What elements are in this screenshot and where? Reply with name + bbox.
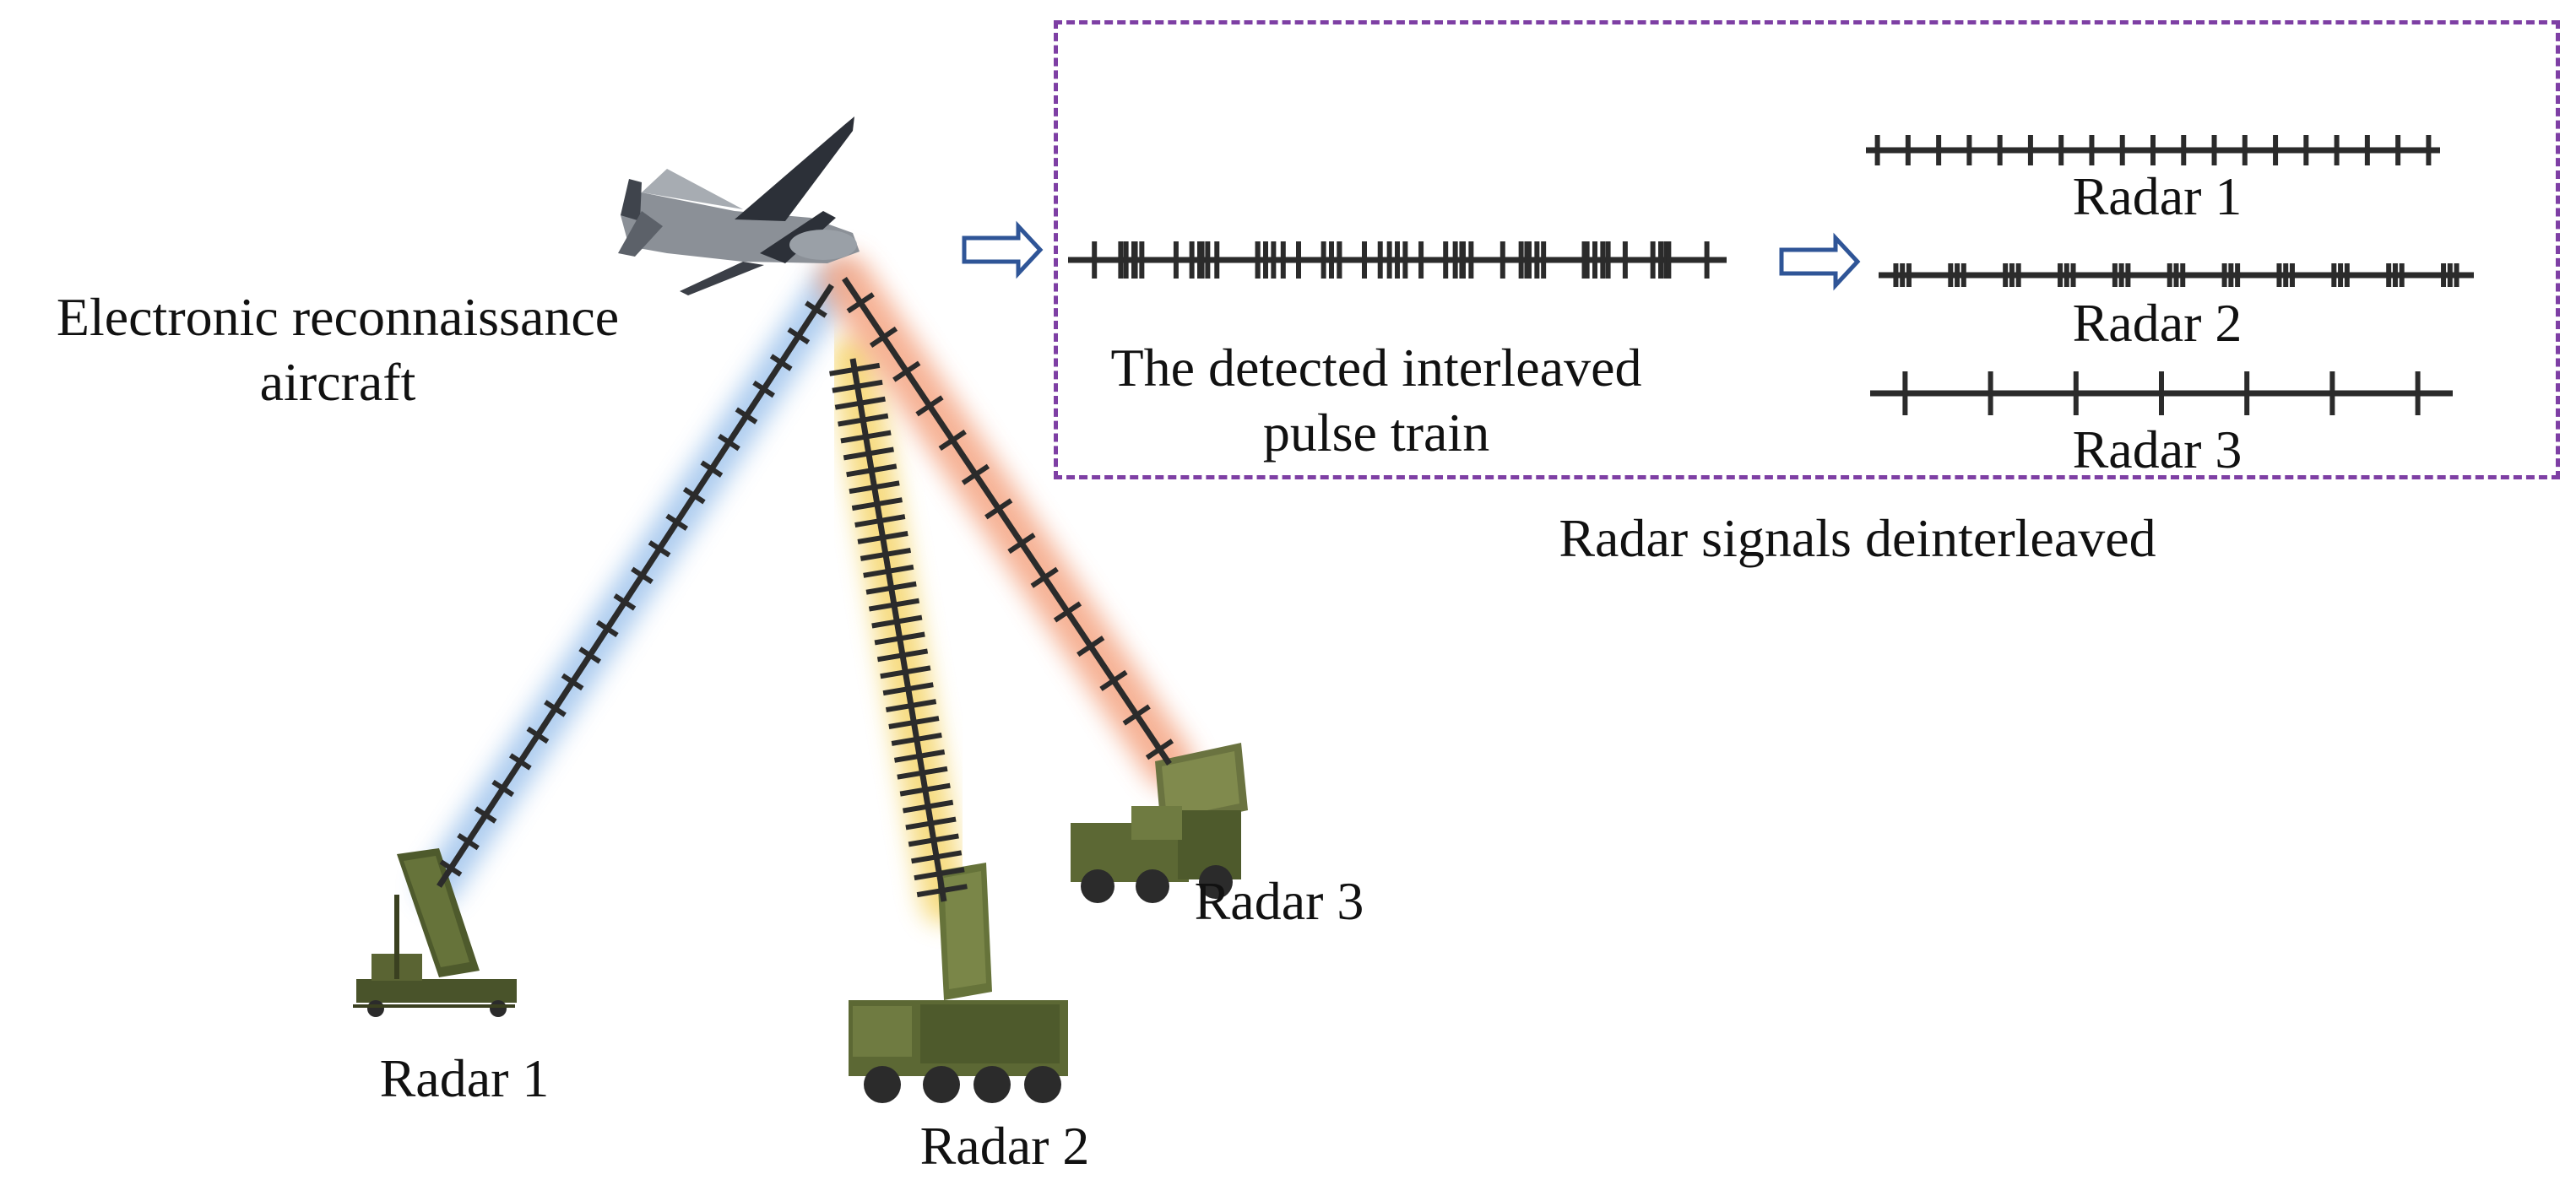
radar-2-pulse-train-pulse-20 [882, 682, 934, 696]
radar-1-pulse-train-pulse-8 [682, 487, 706, 505]
radar-1-pulse-train-pulse-15 [561, 673, 584, 691]
radar-1-pulse-train-pulse-10 [648, 540, 671, 558]
radar-1-pulse-train-pulse-7 [700, 460, 724, 478]
interleaved-pulse-train [1068, 241, 1727, 279]
radar-1-pulse-train-pulse-3 [769, 354, 793, 371]
radar-1-pulse-train [437, 284, 834, 888]
output-radar-3-label: Radar 3 [2072, 419, 2242, 479]
radar-2-pulse-train-pulse-28 [905, 816, 957, 831]
radar-2-pulse-train-pulse-23 [891, 733, 942, 746]
arrow-to-deinterleaved [1779, 232, 1861, 291]
radar-3-pulse-train-pulse-1 [846, 292, 875, 314]
radar-2-pulse-train-pulse-21 [885, 699, 937, 713]
radar-2-pulse-train-pulse-24 [894, 749, 946, 763]
radar-3-pulse-train-pulse-12 [1099, 669, 1128, 691]
radar-2-pulse-train-pulse-17 [874, 631, 925, 646]
radar-2-pulse-train-pulse-7 [846, 463, 898, 478]
radar-1-pulse-train-pulse-17 [526, 726, 550, 744]
radar-3-pulse-train-pulse-9 [1030, 566, 1059, 588]
deinterleaved-caption: Radar signals deinterleaved [1559, 508, 2156, 568]
interleaved-label-line1: The detected interleaved [1110, 338, 1642, 398]
aircraft-label-line1: Electronic reconnaissance [56, 287, 620, 347]
radar-1-pulse-train-pulse-4 [752, 380, 775, 398]
radar-3-pulse-train-pulse-10 [1053, 601, 1082, 623]
radar-2-pulse-train-pulse-16 [871, 614, 923, 629]
radar-3-pulse-train [842, 277, 1174, 766]
radar-2-pulse-train-pulse-6 [843, 446, 894, 461]
radar-1-pulse-train-pulse-20 [474, 806, 497, 824]
radar-2-pulse-train-pulse-10 [854, 514, 906, 528]
radar-3-pulse-train-pulse-6 [961, 463, 990, 485]
radar-2-pulse-train-pulse-3 [834, 396, 886, 410]
radar-3-pulse-train-pulse-3 [892, 360, 921, 382]
radar-1-vehicle [353, 848, 517, 1017]
radar-2-pulse-train-pulse-5 [840, 430, 892, 444]
radar-1-pulse-train-pulse-22 [439, 859, 463, 877]
interleaved-label: The detected interleaved pulse train [1064, 336, 1689, 466]
radar-1-pulse-train-pulse-6 [718, 433, 740, 452]
radar-2-pulse-train-pulse-14 [865, 581, 917, 595]
radar-3-label: Radar 3 [1194, 871, 1364, 931]
radar-3-vehicle [1071, 743, 1248, 903]
aircraft-label-line2: aircraft [259, 351, 416, 412]
radar-1-pulse-train-pulse-19 [491, 779, 515, 798]
output-radar-1-label: Radar 1 [2072, 166, 2242, 226]
radar-1-pulse-train-pulse-5 [735, 407, 758, 425]
reconnaissance-aircraft [618, 116, 860, 295]
output-radar-2-label: Radar 2 [2072, 293, 2242, 353]
radar-1-pulse-train-line [437, 284, 834, 888]
output-radar-1-train [1866, 135, 2440, 165]
radar-2-pulse-train-pulse-27 [903, 799, 954, 814]
radar-2-pulse-train-pulse-22 [888, 716, 940, 729]
radar-3-pulse-train-pulse-8 [1007, 533, 1036, 555]
radar-1-pulse-train-pulse-9 [665, 513, 689, 531]
radar-2-pulse-train-pulse-9 [851, 497, 903, 511]
radar-2-pulse-train-pulse-13 [863, 564, 914, 578]
radar-1-pulse-train-pulse-2 [787, 327, 811, 345]
radar-1-pulse-train-pulse-18 [508, 753, 532, 771]
radar-1-pulse-train-pulse-1 [805, 300, 827, 318]
radar-1-pulse-train-pulse-11 [631, 566, 653, 584]
radar-2-pulse-train [829, 358, 968, 902]
radar-1-pulse-train-pulse-21 [457, 832, 480, 851]
radar-2-pulse-train-pulse-18 [876, 648, 929, 663]
radar-2-pulse-train-pulse-25 [897, 766, 948, 780]
radar-2-label: Radar 2 [919, 1116, 1090, 1176]
radar-2-pulse-train-pulse-1 [829, 362, 881, 376]
radar-2-pulse-train-pulse-11 [857, 531, 908, 544]
radar-3-pulse-train-line [842, 277, 1172, 766]
radar-3-pulse-train-pulse-4 [915, 395, 944, 417]
radar-2-pulse-train-pulse-12 [860, 547, 912, 561]
radar-1-label: Radar 1 [379, 1048, 550, 1108]
radar-3-pulse-train-pulse-13 [1122, 704, 1151, 726]
arrow-to-interleaved [962, 220, 1044, 279]
radar-3-pulse-train-pulse-5 [938, 430, 967, 452]
radar-2-pulse-train-pulse-30 [911, 850, 963, 864]
radar-2-pulse-train-pulse-2 [832, 379, 883, 393]
aircraft-label: Electronic reconnaissance aircraft [17, 285, 659, 415]
radar-1-pulse-train-pulse-12 [613, 593, 637, 611]
radar-1-pulse-train-pulse-16 [544, 700, 567, 717]
radar-1-pulse-train-pulse-13 [595, 620, 619, 638]
radar-2-pulse-train-pulse-31 [914, 867, 965, 881]
radar-3-pulse-train-pulse-7 [984, 498, 1013, 520]
radar-1-pulse-train-pulse-14 [578, 647, 602, 664]
output-radar-2-train [1879, 263, 2474, 287]
radar-2-pulse-train-pulse-32 [916, 884, 968, 898]
radar-2-pulse-train-pulse-19 [880, 665, 931, 679]
radar-2-pulse-train-line [849, 358, 947, 902]
radar-2-pulse-train-pulse-15 [868, 598, 920, 612]
radar-3-pulse-train-pulse-11 [1076, 636, 1105, 657]
radar-3-pulse-train-pulse-2 [869, 326, 898, 348]
radar-2-pulse-train-pulse-8 [849, 480, 900, 495]
radar-2-pulse-train-pulse-26 [899, 782, 951, 797]
radar-3-pulse-train-pulse-14 [1145, 739, 1174, 760]
radar-2-vehicle [849, 863, 1068, 1103]
radar-2-pulse-train-pulse-29 [908, 833, 959, 847]
interleaved-label-line2: pulse train [1262, 402, 1490, 463]
output-radar-3-train [1870, 371, 2453, 415]
radar-2-pulse-train-pulse-4 [838, 413, 889, 427]
